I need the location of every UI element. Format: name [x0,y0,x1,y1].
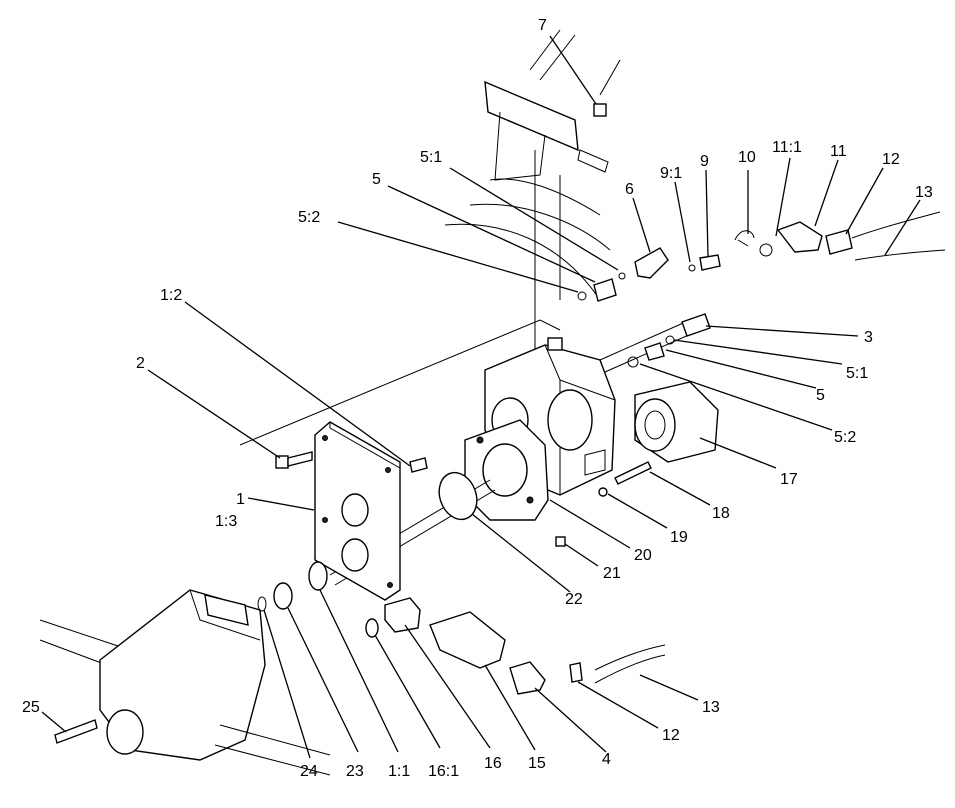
callout-5-1-top: 5:1 [420,149,442,166]
filter-15 [429,611,506,669]
callout-10: 10 [738,149,756,166]
bolt-25 [54,719,98,744]
transaxle [39,589,331,776]
cap-10 [734,230,755,247]
callout-25: 25 [22,699,40,716]
hose-13-bottom [594,644,666,684]
callout-1-2: 1:2 [160,287,182,304]
bolt-2 [275,451,313,469]
nut-21 [555,536,566,547]
callout-22: 22 [565,591,583,608]
hose-13-top [851,211,946,261]
callout-20: 20 [634,547,652,564]
callout-16-1: 16:1 [428,763,459,780]
elbow-6 [634,247,669,279]
elbow-fitting-16 [384,597,421,633]
callout-17: 17 [780,471,798,488]
filter-17 [634,381,719,463]
leader-lines [41,35,921,759]
coupler-1-1 [308,561,328,591]
callout-5-top: 5 [372,171,381,188]
fitting-3 [681,313,711,337]
nipple-12-top [825,229,853,255]
o-ring-16-1 [365,618,379,638]
callout-1: 1 [236,491,245,508]
callout-4: 4 [602,751,611,768]
callout-19: 19 [670,529,688,546]
bolt-18 [614,461,652,485]
nut-7 [593,103,607,117]
fitting-5-right [644,342,665,361]
pump-front-plate [464,419,549,521]
callout-1-3: 1:3 [215,513,237,530]
callout-7: 7 [538,17,547,34]
nipple-12-bottom [569,662,583,683]
o-ring-5-2-right [627,356,639,368]
callout-3: 3 [864,329,873,346]
dowel-1-2 [409,457,428,473]
callout-13-bottom: 13 [702,699,720,716]
gear-23 [273,582,293,610]
callout-11: 11 [830,143,847,160]
o-ring-22 [438,471,478,521]
callout-15: 15 [528,755,546,772]
o-ring-11-1 [759,243,773,257]
callout-13-top: 13 [915,184,933,201]
o-ring-5-1-top [618,272,626,280]
callout-5-2-right: 5:2 [834,429,856,446]
fitting-5-top [593,278,617,302]
callout-labels: 7 5:1 9:1 9 10 11:1 11 12 13 6 5 5:2 1:2… [22,17,933,780]
callout-2: 2 [136,355,145,372]
o-ring-9-1 [688,264,696,272]
adapter-plate [314,421,401,601]
fitting-4 [509,661,546,695]
callout-18: 18 [712,505,730,522]
snap-ring-24 [257,596,267,612]
washer-19 [598,487,608,497]
callout-11-1: 11:1 [772,139,802,156]
callout-5-right: 5 [816,387,825,404]
callout-1-1: 1:1 [388,763,410,780]
callout-5-1-right: 5:1 [846,365,868,382]
callout-12-bottom: 12 [662,727,680,744]
callout-9: 9 [700,153,709,170]
callout-5-2-top: 5:2 [298,209,320,226]
callout-12-top: 12 [882,151,900,168]
callout-6: 6 [625,181,634,198]
o-ring-5-2-top [577,291,587,301]
callout-16: 16 [484,755,502,772]
elbow-11 [776,221,823,253]
seat-frame-background [239,29,621,446]
callout-23: 23 [346,763,364,780]
callout-9-1: 9:1 [660,165,682,182]
fitting-9 [699,254,721,271]
callout-24: 24 [300,763,318,780]
top-fittings [577,103,946,302]
callout-21: 21 [603,565,621,582]
